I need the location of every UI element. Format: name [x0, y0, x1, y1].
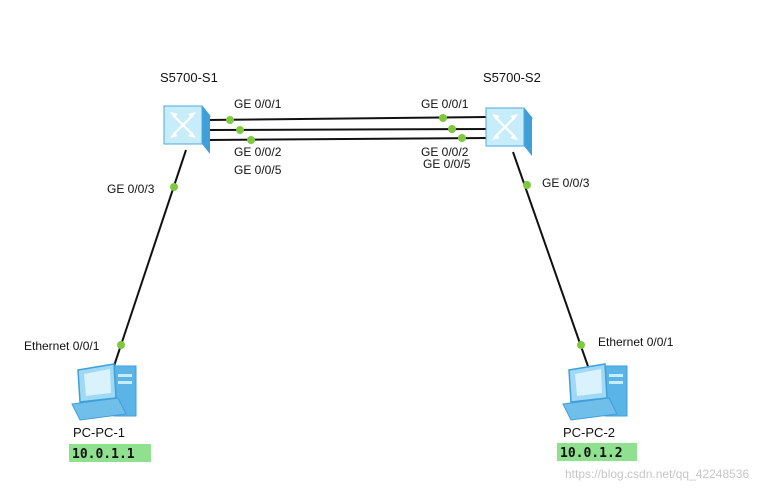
pc-pc-1[interactable]: PC-PC-1 10.0.1.1	[69, 363, 151, 462]
port-label: GE 0/0/1	[421, 97, 469, 111]
links	[111, 116, 591, 373]
port-label: GE 0/0/2	[234, 145, 282, 159]
port-dot	[170, 183, 178, 191]
port-label: GE 0/0/5	[234, 163, 282, 177]
watermark: https://blog.csdn.net/qq_42248536	[565, 467, 749, 481]
port-label: GE 0/0/3	[107, 182, 155, 196]
port-label: GE 0/0/5	[423, 157, 471, 171]
device-name: PC-PC-2	[563, 425, 615, 440]
ip-address: 10.0.1.1	[72, 447, 135, 462]
switch-s5700-s2[interactable]: S5700-S2	[483, 70, 541, 156]
l3-switch-icon	[484, 107, 534, 156]
port-label: Ethernet 0/0/1	[598, 335, 674, 349]
port-dot	[448, 125, 456, 133]
ip-badge	[69, 444, 151, 462]
port-label: GE 0/0/2	[421, 145, 469, 159]
port-labels: GE 0/0/1 GE 0/0/2 GE 0/0/5 GE 0/0/3 GE 0…	[24, 97, 674, 353]
pc-icon	[562, 363, 628, 421]
port-dot	[226, 116, 234, 124]
port-dot	[439, 114, 447, 122]
port-label: Ethernet 0/0/1	[24, 339, 100, 353]
port-dots	[117, 114, 585, 349]
port-dot	[247, 136, 255, 144]
link-sw1-ge002-sw2-ge002[interactable]	[207, 128, 489, 131]
port-dot	[458, 134, 466, 142]
port-dot	[577, 341, 585, 349]
device-name: S5700-S2	[483, 70, 541, 85]
port-label: GE 0/0/1	[234, 97, 282, 111]
ip-address: 10.0.1.2	[560, 446, 623, 461]
switch-s5700-s1[interactable]: S5700-S1	[160, 70, 218, 154]
device-name: S5700-S1	[160, 70, 218, 85]
device-name: PC-PC-1	[73, 425, 125, 440]
pc-icon	[71, 363, 137, 421]
port-dot	[523, 181, 531, 189]
pc-pc-2[interactable]: PC-PC-2 10.0.1.2	[557, 363, 637, 461]
port-label: GE 0/0/3	[542, 176, 590, 190]
port-dot	[117, 341, 125, 349]
ip-badge	[557, 443, 637, 461]
l3-switch-icon	[162, 105, 212, 154]
port-dot	[236, 126, 244, 134]
